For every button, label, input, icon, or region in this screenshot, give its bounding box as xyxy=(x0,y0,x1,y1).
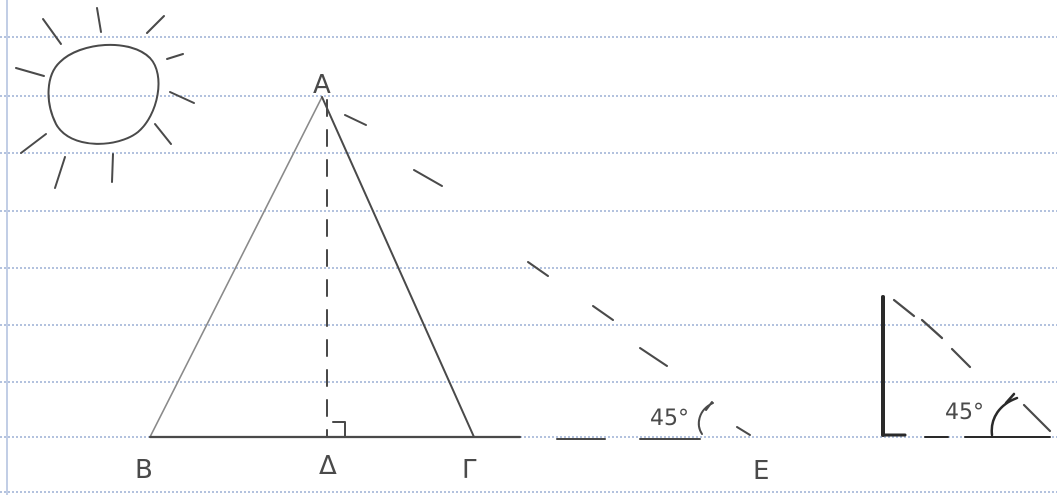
sun-ray xyxy=(154,123,172,145)
sun-ray xyxy=(42,18,62,45)
angle-arc-tick xyxy=(705,401,713,411)
label-e: E xyxy=(753,456,769,486)
sun-ray-dashed xyxy=(344,114,751,440)
ray-dash xyxy=(592,305,614,321)
sun-ray xyxy=(169,91,195,104)
label-delta: Δ xyxy=(319,451,337,481)
sun-ray xyxy=(166,53,184,60)
ray-dash xyxy=(639,347,668,367)
label-b: B xyxy=(135,455,153,485)
sun-ray xyxy=(54,156,66,189)
labels: A B Δ Γ E 45° 45° xyxy=(135,70,984,486)
stick-ray-dash xyxy=(892,298,916,318)
stick-angle-arc-tick xyxy=(1004,392,1016,405)
ray-dash xyxy=(413,169,443,187)
sun-disc xyxy=(47,43,160,145)
ray-dash xyxy=(736,426,751,436)
side-ab xyxy=(149,96,323,438)
label-gamma: Γ xyxy=(462,455,477,485)
stick-ray-dash xyxy=(920,318,944,340)
angle-label-stick: 45° xyxy=(945,400,984,425)
angle-arc xyxy=(697,402,714,435)
angle-label-shadow: 45° xyxy=(650,406,689,431)
sun-icon xyxy=(15,7,195,189)
sun-ray xyxy=(96,7,102,33)
stick-angle-arc xyxy=(990,396,1019,437)
sun-ray xyxy=(111,153,114,183)
ray-dash xyxy=(344,114,367,126)
label-a: A xyxy=(313,70,331,100)
ray-dash xyxy=(527,261,549,277)
sun-ray xyxy=(15,67,45,77)
stick-ray-dash xyxy=(1022,403,1052,433)
stick-ray-dash xyxy=(950,347,972,369)
sun-ray xyxy=(146,15,165,34)
pyramid-triangle xyxy=(148,96,522,439)
right-angle-mark xyxy=(332,421,346,438)
sun-ray xyxy=(20,133,47,154)
stick-triangle xyxy=(881,295,1052,438)
side-ag xyxy=(321,96,475,438)
